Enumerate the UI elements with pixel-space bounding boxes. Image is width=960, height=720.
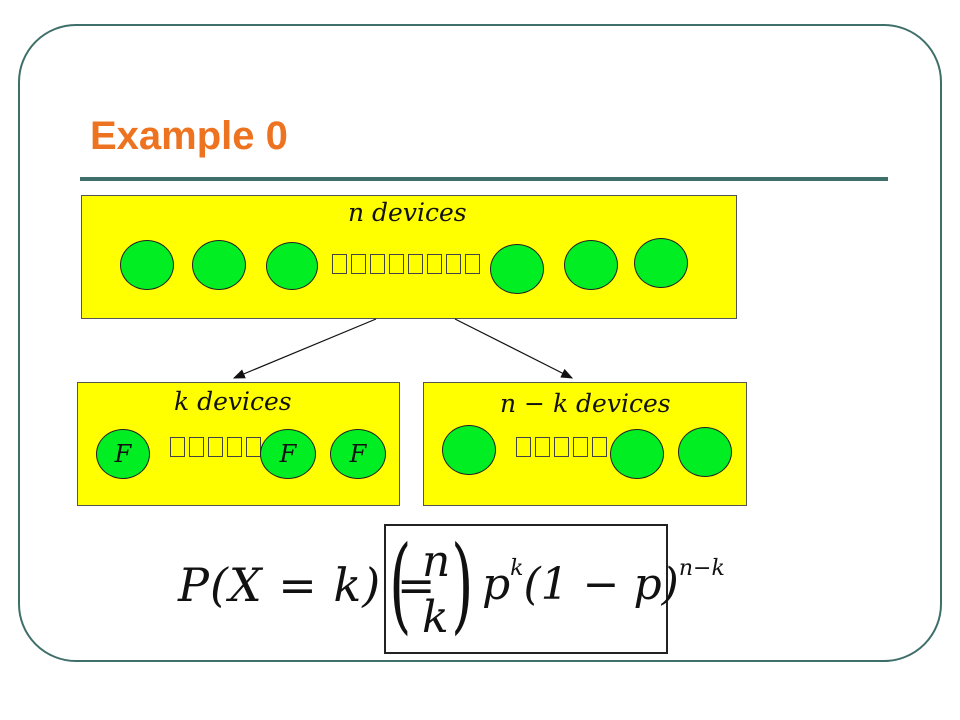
ellipsis-glyphs [332,254,480,274]
n-minus-k-exponent: n−k [678,556,725,581]
placeholder-glyph [332,254,347,274]
placeholder-glyph [189,437,204,457]
placeholder-glyph [408,254,423,274]
placeholder-glyph [370,254,385,274]
device-circle [192,240,246,290]
title-divider [80,177,888,181]
device-circle [266,242,318,290]
k-devices-label: k devices [174,387,292,416]
device-circle [610,429,664,479]
placeholder-glyph [351,254,366,274]
formula-lhs: P(X = k) = [178,558,437,612]
k-devices-box: k devices F F F [77,382,400,506]
slide-title: Example 0 [90,114,288,158]
device-circle [120,240,174,290]
n-devices-label: n devices [348,198,467,227]
placeholder-glyph [516,437,531,457]
failed-device-circle: F [330,429,386,479]
binomial-top: n [422,536,451,587]
formula-rhs: pk(1 − p)n−k [482,556,725,610]
right-paren: ) [451,523,474,645]
placeholder-glyph [170,437,185,457]
ellipsis-glyphs [516,437,607,457]
formula-rhs-box: ( n k ) pk(1 − p)n−k [384,523,725,654]
device-circle [634,238,688,288]
placeholder-glyph [246,437,261,457]
placeholder-glyph [554,437,569,457]
placeholder-glyph [573,437,588,457]
failed-device-circle: F [260,429,316,479]
n-minus-k-devices-label: n − k devices [500,389,671,418]
p-base: p [482,559,511,610]
ellipsis-glyphs [170,437,261,457]
placeholder-glyph [227,437,242,457]
placeholder-glyph [208,437,223,457]
one-minus-p: (1 − p) [523,559,679,610]
placeholder-glyph [389,254,404,274]
device-circle [490,244,544,294]
left-paren: ( [389,523,412,645]
placeholder-glyph [427,254,442,274]
device-circle [442,425,496,475]
arrow-to-n-minus-k-devices [454,318,574,379]
device-circle [678,427,732,477]
n-minus-k-devices-box: n − k devices [423,382,747,506]
slide-frame [18,24,942,662]
failed-device-circle: F [96,429,150,479]
placeholder-glyph [465,254,480,274]
placeholder-glyph [535,437,550,457]
placeholder-glyph [446,254,461,274]
k-exponent: k [510,556,524,581]
arrow-to-k-devices [232,318,377,379]
device-circle [564,240,618,290]
n-devices-box: n devices [81,195,737,319]
placeholder-glyph [592,437,607,457]
binomial-bottom: k [422,592,449,643]
